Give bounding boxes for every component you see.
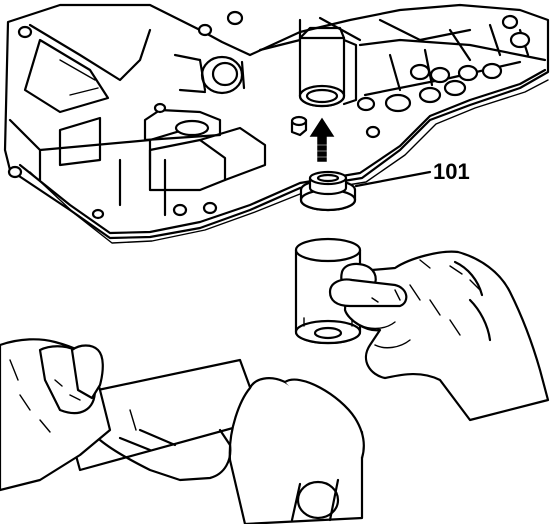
transmission-case — [3, 3, 550, 244]
install-direction-arrow — [309, 117, 335, 162]
callout-label: 101 — [433, 159, 470, 184]
hammer — [58, 358, 365, 524]
left-hand — [0, 338, 232, 492]
callout-leader-line — [354, 170, 432, 188]
seal — [299, 170, 357, 212]
right-hand — [328, 250, 550, 422]
